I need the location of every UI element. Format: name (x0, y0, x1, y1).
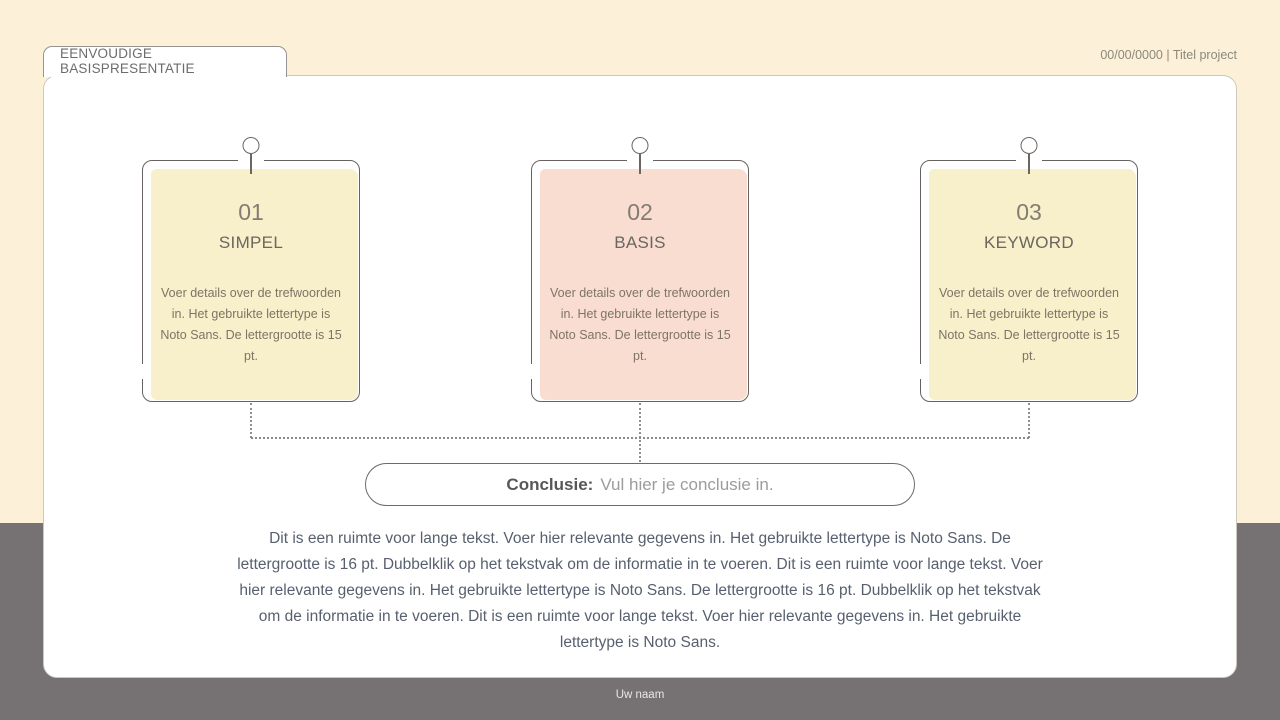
connector-line-conclusion (639, 440, 641, 462)
conclusion-box[interactable]: Conclusie: Vul hier je conclusie in. (365, 463, 915, 506)
connector-line-card3 (1028, 403, 1030, 438)
card-title[interactable]: KEYWORD (984, 233, 1074, 252)
card-fill-shape (151, 169, 358, 400)
card-number[interactable]: 03 (1016, 199, 1042, 225)
pin-circle-icon (1020, 137, 1038, 154)
card-body-text[interactable]: Voer details over de trefwoorden in. Het… (160, 286, 342, 363)
pin-circle-icon (631, 137, 649, 154)
connector-line-card1 (250, 403, 252, 438)
card-number[interactable]: 01 (238, 199, 264, 225)
keyword-card-basis[interactable]: 02 BASIS Voer details over de trefwoorde… (530, 137, 749, 402)
keyword-card-simpel[interactable]: 01 SIMPEL Voer details over de trefwoord… (141, 137, 360, 402)
pin-stem-line (639, 154, 641, 174)
border-gap (919, 364, 923, 379)
card-title[interactable]: BASIS (614, 233, 666, 252)
card-body-text[interactable]: Voer details over de trefwoorden in. Het… (549, 286, 731, 363)
conclusion-label: Conclusie: (506, 474, 594, 494)
pin-stem-line (250, 154, 252, 174)
footer-author-name[interactable]: Uw naam (615, 689, 665, 701)
card-title[interactable]: SIMPEL (218, 233, 284, 252)
pin-circle-icon (242, 137, 260, 154)
card-number[interactable]: 02 (627, 199, 653, 225)
header-date-project[interactable]: 00/00/0000 | Titel project (1100, 48, 1237, 62)
card-body-text[interactable]: Voer details over de trefwoorden in. Het… (938, 286, 1120, 363)
connector-line-card2 (639, 403, 641, 438)
border-gap (141, 364, 145, 379)
slide-title-tab[interactable]: EENVOUDIGE BASISPRESENTATIE (43, 46, 287, 77)
card-fill-shape (540, 169, 747, 400)
long-text-block[interactable]: Dit is een ruimte voor lange tekst. Voer… (237, 530, 1043, 651)
pin-stem-line (1028, 154, 1030, 174)
keyword-card-keyword[interactable]: 03 KEYWORD Voer details over de trefwoor… (919, 137, 1138, 402)
conclusion-placeholder: Vul hier je conclusie in. (600, 474, 774, 494)
slide-title: EENVOUDIGE BASISPRESENTATIE (60, 46, 195, 76)
connector-line-horizontal (251, 437, 1029, 439)
border-gap (530, 364, 534, 379)
card-fill-shape (929, 169, 1136, 400)
